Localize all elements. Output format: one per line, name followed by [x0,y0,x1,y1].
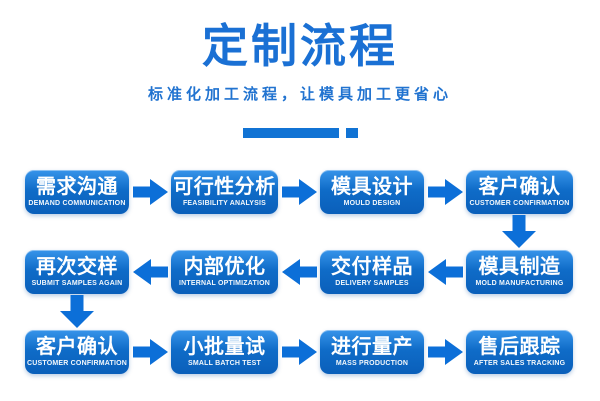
process-flowchart: 需求沟通 DEMAND COMMUNICATION 可行性分析 FEASIBIL… [0,170,600,375]
step-subtitle: AFTER SALES TRACKING [473,360,566,368]
step-title: 售后跟踪 [478,336,561,359]
step-title: 小批量试 [183,336,266,359]
step-subtitle: CUSTOMER CONFIRMATION [27,360,127,368]
step-internal-optimization: 内部优化 INTERNAL OPTIMIZATION [171,250,278,295]
step-subtitle: MOULD DESIGN [343,200,401,208]
step-small-batch-test: 小批量试 SMALL BATCH TEST [171,330,278,375]
step-title: 再次交样 [36,256,118,279]
step-customer-confirmation-2: 客户确认 CUSTOMER CONFIRMATION [25,330,129,375]
header: 定制流程 标准化加工流程，让模具加工更省心 [0,0,600,139]
step-subtitle: DELIVERY SAMPLES [335,280,409,288]
step-title: 进行量产 [331,336,413,359]
arrow-left-icon [424,250,466,294]
step-delivery-samples: 交付样品 DELIVERY SAMPLES [320,250,424,295]
step-submit-samples-again: 再次交样 SUBMIT SAMPLES AGAIN [25,250,129,295]
arrow-right-icon [424,330,466,374]
arrow-right-icon [129,170,171,214]
step-subtitle: CUSTOMER CONFIRMATION [469,200,570,208]
connector-row-2 [25,294,573,330]
step-title: 内部优化 [183,256,266,279]
step-mass-production: 进行量产 MASS PRODUCTION [320,330,424,375]
step-feasibility-analysis: 可行性分析 FEASIBILITY ANALYSIS [171,170,278,215]
step-title: 模具制造 [478,256,561,279]
step-subtitle: MOLD MANUFACTURING [475,280,564,288]
connector-row-1 [25,214,573,250]
step-title: 模具设计 [331,176,413,199]
arrow-right-icon [129,330,171,374]
arrow-down-icon [502,215,536,253]
step-title: 交付样品 [331,256,413,279]
divider-square [345,128,358,139]
step-subtitle: FEASIBILITY ANALYSIS [182,200,267,208]
flow-row-1: 需求沟通 DEMAND COMMUNICATION 可行性分析 FEASIBIL… [25,170,573,215]
step-customer-confirmation: 客户确认 CUSTOMER CONFIRMATION [466,170,573,215]
arrow-right-icon [278,330,320,374]
arrow-right-icon [278,170,320,214]
step-mould-design: 模具设计 MOULD DESIGN [320,170,424,215]
page-title: 定制流程 [202,20,398,72]
arrow-left-icon [278,250,320,294]
step-mold-manufacturing: 模具制造 MOLD MANUFACTURING [466,250,573,295]
flow-row-3: 客户确认 CUSTOMER CONFIRMATION 小批量试 SMALL BA… [25,330,573,375]
divider-bar [242,128,339,139]
step-subtitle: MASS PRODUCTION [335,360,409,368]
step-after-sales-tracking: 售后跟踪 AFTER SALES TRACKING [466,330,573,375]
arrow-left-icon [129,250,171,294]
step-title: 客户确认 [36,336,118,359]
step-subtitle: DEMAND COMMUNICATION [28,200,126,208]
page-subtitle: 标准化加工流程，让模具加工更省心 [147,85,452,103]
step-title: 可行性分析 [173,176,276,199]
step-title: 客户确认 [478,176,561,199]
step-title: 需求沟通 [36,176,118,199]
arrow-down-icon [60,295,94,333]
step-demand-communication: 需求沟通 DEMAND COMMUNICATION [25,170,129,215]
step-subtitle: INTERNAL OPTIMIZATION [178,280,271,288]
flow-row-2: 再次交样 SUBMIT SAMPLES AGAIN 内部优化 INTERNAL … [25,250,573,295]
step-subtitle: SMALL BATCH TEST [188,360,261,368]
title-divider [0,128,600,139]
arrow-right-icon [424,170,466,214]
step-subtitle: SUBMIT SAMPLES AGAIN [31,280,123,288]
